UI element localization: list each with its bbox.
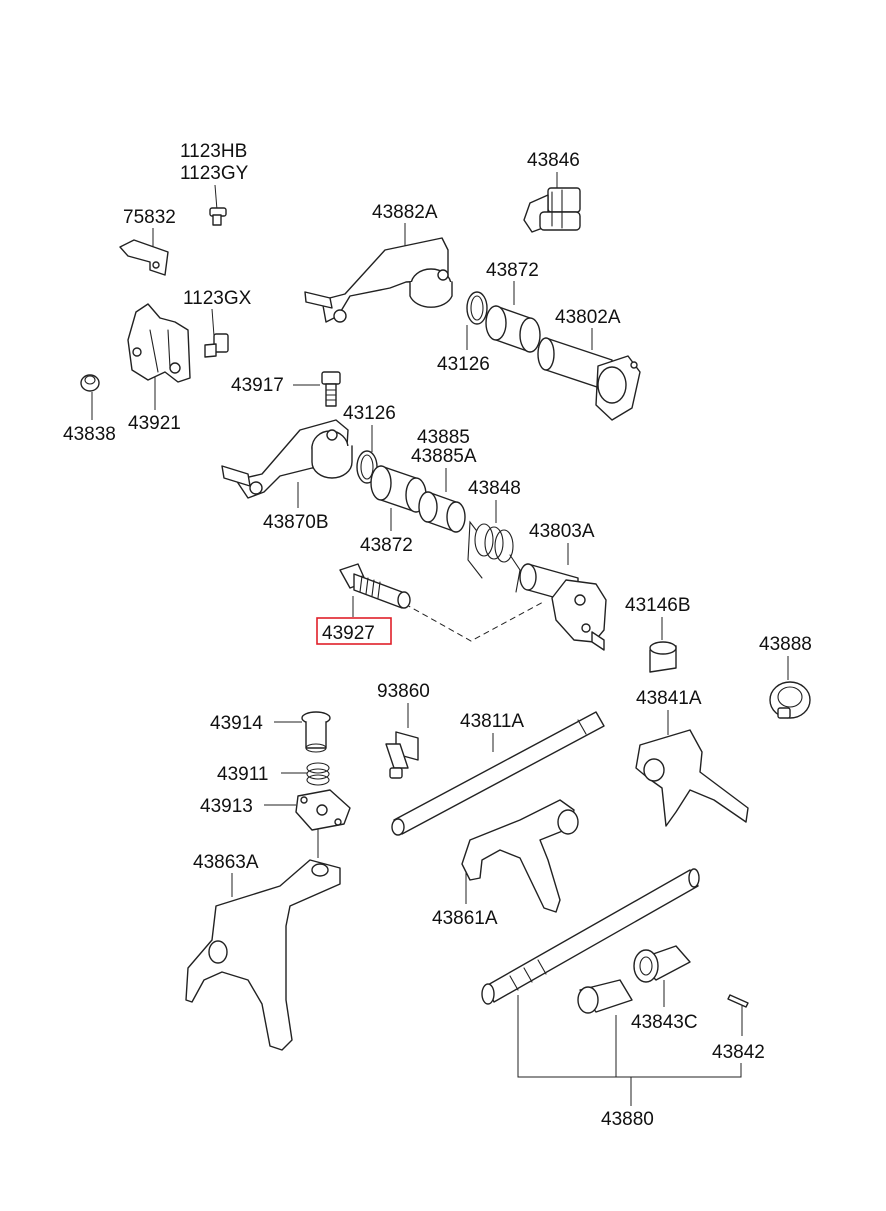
part-bolt-1123GX (204, 333, 229, 358)
part-collar-43146B (649, 641, 677, 673)
label-43913[interactable]: 43913 (200, 796, 253, 817)
part-fork-43863A (185, 859, 341, 1051)
label-43917[interactable]: 43917 (231, 375, 284, 396)
label-1123GX[interactable]: 1123GX (183, 288, 252, 309)
label-43927[interactable]: 43927 (322, 623, 375, 644)
label-43146B[interactable]: 43146B (625, 595, 691, 616)
label-1123HB[interactable]: 1123HB (180, 141, 247, 162)
part-bracket-75832 (119, 239, 169, 276)
part-shaft-43803A (519, 563, 607, 651)
label-43888[interactable]: 43888 (759, 634, 812, 655)
part-shaft-43880 (481, 868, 700, 1005)
label-43880[interactable]: 43880 (601, 1109, 654, 1130)
label-43126-upper[interactable]: 43126 (437, 354, 490, 375)
highlight-box-43927 (316, 617, 392, 645)
label-43863A[interactable]: 43863A (193, 852, 259, 873)
part-fork-43841A (635, 729, 749, 827)
label-43803A[interactable]: 43803A (529, 521, 595, 542)
part-bolt-1123HB (209, 207, 227, 226)
part-plate-43913 (295, 789, 351, 831)
part-pin-43914 (301, 711, 331, 753)
part-cap-43888 (769, 681, 811, 719)
part-bushing-43885 (418, 491, 466, 533)
label-43872-lower[interactable]: 43872 (360, 535, 413, 556)
part-spring-43848 (467, 520, 521, 593)
label-43882A[interactable]: 43882A (372, 202, 438, 223)
label-1123GY[interactable]: 1123GY (180, 163, 249, 184)
label-43872-upper[interactable]: 43872 (486, 260, 539, 281)
label-75832[interactable]: 75832 (123, 207, 176, 228)
part-nut-43838 (80, 374, 100, 392)
label-43811A[interactable]: 43811A (460, 711, 524, 732)
part-collar-43843C (577, 945, 691, 1014)
label-43846[interactable]: 43846 (527, 150, 580, 171)
label-43126-lower[interactable]: 43126 (343, 403, 396, 424)
part-lever-43882A (304, 237, 453, 323)
part-fork-43861A (461, 799, 579, 913)
part-spring-43911 (306, 762, 330, 786)
part-bracket-43921 (127, 303, 191, 383)
label-43861A[interactable]: 43861A (432, 908, 498, 929)
label-43921[interactable]: 43921 (128, 413, 181, 434)
part-pin-43842 (727, 994, 749, 1008)
label-43870B[interactable]: 43870B (263, 512, 329, 533)
part-bolt-43927 (339, 563, 411, 609)
label-93860[interactable]: 93860 (377, 681, 430, 702)
label-43802A[interactable]: 43802A (555, 307, 621, 328)
label-43885A[interactable]: 43885A (411, 446, 477, 467)
part-bushing-43872-lower (370, 465, 427, 513)
part-plug-43846 (523, 187, 581, 233)
part-lever-43870B (221, 419, 353, 499)
label-43838[interactable]: 43838 (63, 424, 116, 445)
part-switch-93860 (385, 731, 419, 779)
label-43885[interactable]: 43885 (417, 427, 470, 448)
label-43911[interactable]: 43911 (217, 764, 268, 785)
part-shaft-43802A (537, 337, 641, 421)
label-43843C[interactable]: 43843C (631, 1012, 698, 1033)
part-bolt-43917 (321, 371, 341, 407)
label-43842[interactable]: 43842 (712, 1042, 765, 1063)
part-bushing-43872-upper (485, 305, 541, 353)
label-43914[interactable]: 43914 (210, 713, 263, 734)
part-rod-43811A (391, 711, 605, 836)
part-ring-43126-upper (466, 291, 488, 325)
label-43841A[interactable]: 43841A (636, 688, 702, 709)
label-43848[interactable]: 43848 (468, 478, 521, 499)
